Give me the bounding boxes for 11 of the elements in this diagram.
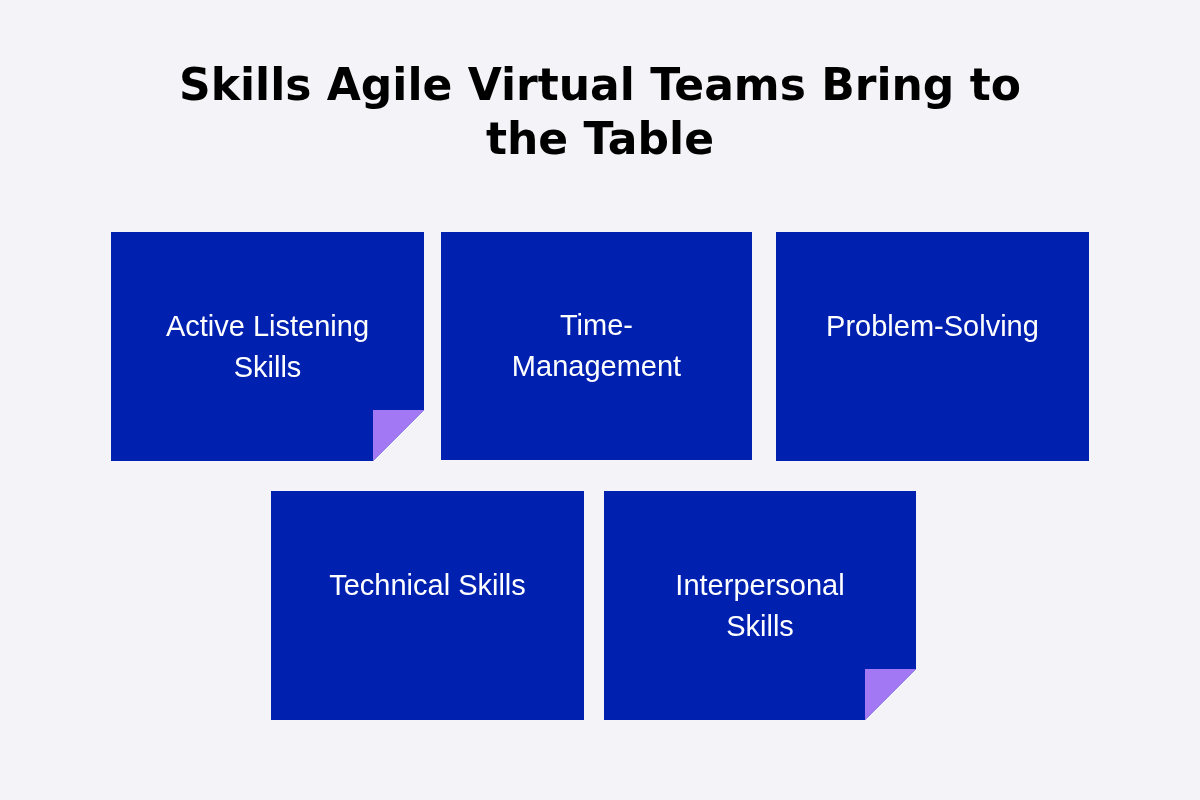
sticky-note [111,232,424,461]
note-label: Time-Management [510,308,683,384]
note-label: Problem-Solving [825,308,1040,344]
note-label: Interpersonal Skills [674,567,846,644]
note-label: Technical Skills [328,567,527,603]
sticky-note [604,491,916,720]
note-label: Active Listening Skills [164,308,371,385]
title: Skills Agile Virtual Teams Bring to the Table [178,58,1022,166]
sticky-note [441,232,752,460]
sticky-note [776,232,1089,461]
sticky-note [271,491,584,720]
